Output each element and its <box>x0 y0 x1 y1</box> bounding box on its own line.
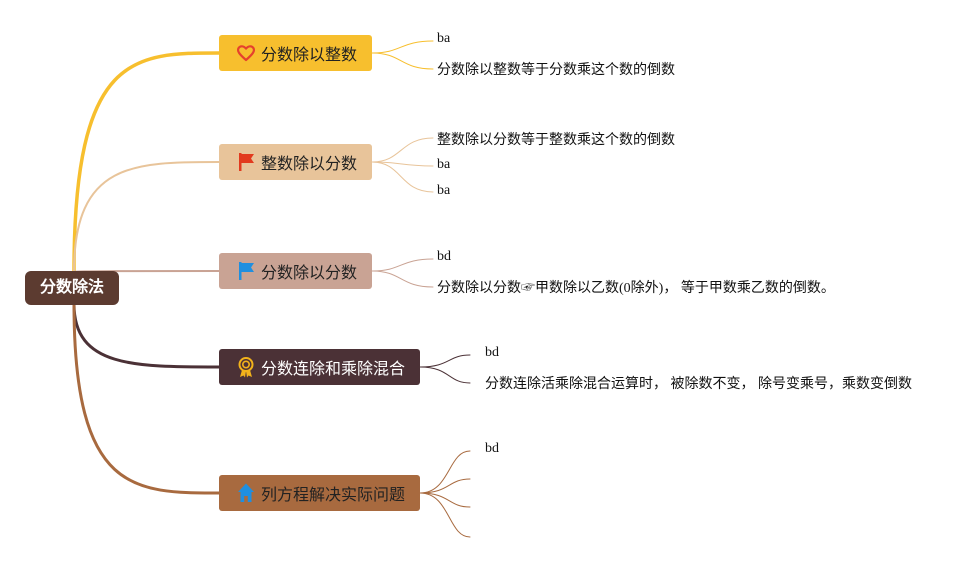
leaf-text[interactable]: ba <box>437 183 451 198</box>
branch-equation-word-problems[interactable]: 列方程解决实际问题 <box>219 475 420 511</box>
branch-label: 列方程解决实际问题 <box>261 487 406 504</box>
leaf-connector <box>371 40 434 54</box>
leaf-text[interactable]: 整数除以分数等于整数乘这个数的倒数 <box>437 133 675 148</box>
leaf-text[interactable]: ba <box>437 31 451 46</box>
leaf-connector <box>371 52 434 70</box>
leaf-text[interactable]: bd <box>485 345 499 360</box>
branch-integer-div-fraction[interactable]: 整数除以分数 <box>219 144 372 180</box>
red-flag-icon <box>235 151 257 173</box>
leaf-connector <box>371 161 434 167</box>
leaf-text[interactable]: ba <box>437 157 451 172</box>
home-icon <box>235 482 257 504</box>
branch-label: 分数连除和乘除混合 <box>261 361 406 378</box>
leaf-connector <box>371 270 434 288</box>
leaf-text[interactable]: 分数连除活乘除混合运算时， 被除数不变， 除号变乘号，乘数变倒数 <box>485 377 912 392</box>
leaf-connector <box>419 366 471 384</box>
branch-connector <box>72 51 221 274</box>
leaf-connector <box>419 492 471 538</box>
heart-icon <box>235 42 257 64</box>
leaf-text[interactable]: 分数除以整数等于分数乘这个数的倒数 <box>437 63 675 78</box>
branch-fraction-div-integer[interactable]: 分数除以整数 <box>219 35 372 71</box>
branch-connector <box>73 161 220 273</box>
leaf-connector <box>371 258 434 272</box>
branch-label: 分数除以分数 <box>261 265 358 282</box>
blue-flag-icon <box>235 260 257 282</box>
award-medal-icon <box>235 356 257 378</box>
branch-label: 整数除以分数 <box>261 156 358 173</box>
leaf-connector <box>419 492 471 508</box>
leaf-connector <box>371 137 434 163</box>
leaf-text[interactable]: bd <box>485 441 499 456</box>
branch-connector <box>72 302 221 495</box>
root-node[interactable]: 分数除法 <box>25 271 119 305</box>
leaf-connector <box>419 450 471 494</box>
leaf-text[interactable]: 分数除以分数☞甲数除以乙数(0除外)， 等于甲数乘乙数的倒数。 <box>437 281 835 296</box>
leaf-connector <box>419 478 471 494</box>
leaf-connector <box>371 161 434 193</box>
branch-fraction-div-fraction[interactable]: 分数除以分数 <box>219 253 372 289</box>
branch-label: 分数除以整数 <box>261 47 358 64</box>
leaf-connector <box>419 354 471 368</box>
branch-connector <box>72 302 221 369</box>
leaf-text[interactable]: bd <box>437 249 451 264</box>
branch-mixed-operations[interactable]: 分数连除和乘除混合 <box>219 349 420 385</box>
